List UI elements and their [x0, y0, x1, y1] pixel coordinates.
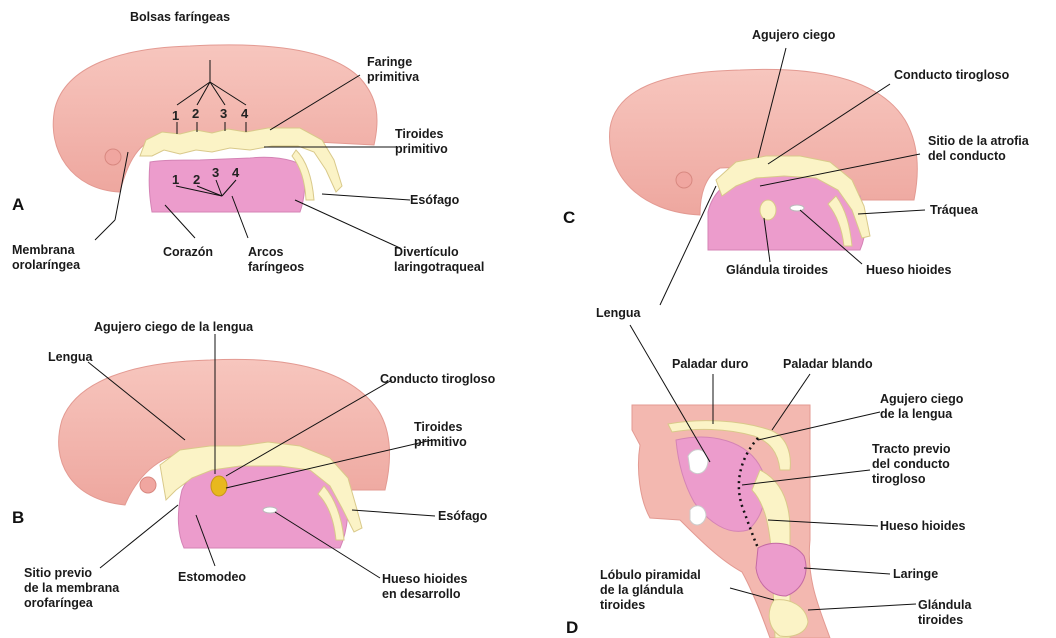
pouch-number-4: 4 — [241, 106, 248, 121]
label-tracto-previo-conducto: Tracto previo del conducto tirogloso — [872, 442, 951, 487]
label-hueso-hioides-c: Hueso hioides — [866, 263, 951, 278]
panel-b-drawing — [59, 334, 435, 578]
label-lengua-b: Lengua — [48, 350, 92, 365]
label-tiroides-primitivo-b: Tiroides primitivo — [414, 420, 467, 450]
label-agujero-ciego-lengua-b: Agujero ciego de la lengua — [94, 320, 253, 335]
label-esofago-b: Esófago — [438, 509, 487, 524]
label-paladar-blando: Paladar blando — [783, 357, 873, 372]
pouch-number-2: 2 — [192, 106, 199, 121]
label-traquea: Tráquea — [930, 203, 978, 218]
label-sitio-atrofia-conducto: Sitio de la atrofia del conducto — [928, 134, 1029, 164]
label-sitio-previo-membrana: Sitio previo de la membrana orofaríngea — [24, 566, 119, 611]
label-esofago-a: Esófago — [410, 193, 459, 208]
label-laringe: Laringe — [893, 567, 938, 582]
panel-b-thyroid — [211, 476, 227, 496]
panel-a-letter: A — [12, 195, 24, 215]
label-membrana-orolaringea: Membrana orolaríngea — [12, 243, 80, 273]
label-hueso-hioides-d: Hueso hioides — [880, 519, 965, 534]
label-conducto-tirogloso-b: Conducto tirogloso — [380, 372, 495, 387]
panel-c-letter: C — [563, 208, 575, 228]
panel-b-letter: B — [12, 508, 24, 528]
panel-d-letter: D — [566, 618, 578, 638]
panel-a-drawing — [53, 45, 410, 248]
arch-number-4: 4 — [232, 165, 239, 180]
label-hueso-hioides-desarrollo: Hueso hioides en desarrollo — [382, 572, 467, 602]
label-arcos-faringeos: Arcos faríngeos — [248, 245, 304, 275]
label-agujero-ciego-lengua-d: Agujero ciego de la lengua — [880, 392, 963, 422]
label-estomodeo: Estomodeo — [178, 570, 246, 585]
label-lobulo-piramidal: Lóbulo piramidal de la glándula tiroides — [600, 568, 701, 613]
label-glandula-tiroides-d: Glándula tiroides — [918, 598, 971, 628]
label-tiroides-primitivo-a: Tiroides primitivo — [395, 127, 448, 157]
arch-number-1: 1 — [172, 172, 179, 187]
arch-number-2: 2 — [193, 172, 200, 187]
label-lengua-d: Lengua — [596, 306, 640, 321]
label-bolsas-faringeas: Bolsas faríngeas — [130, 10, 230, 25]
label-glandula-tiroides-c: Glándula tiroides — [726, 263, 828, 278]
label-conducto-tirogloso-c: Conducto tirogloso — [894, 68, 1009, 83]
label-agujero-ciego-c: Agujero ciego — [752, 28, 835, 43]
label-diverticulo-laringotraqueal: Divertículo laringotraqueal — [394, 245, 484, 275]
arch-number-3: 3 — [212, 165, 219, 180]
pouch-number-1: 1 — [172, 108, 179, 123]
pouch-number-3: 3 — [220, 106, 227, 121]
label-corazon: Corazón — [163, 245, 213, 260]
label-faringe-primitiva: Faringe primitiva — [367, 55, 419, 85]
label-paladar-duro: Paladar duro — [672, 357, 748, 372]
